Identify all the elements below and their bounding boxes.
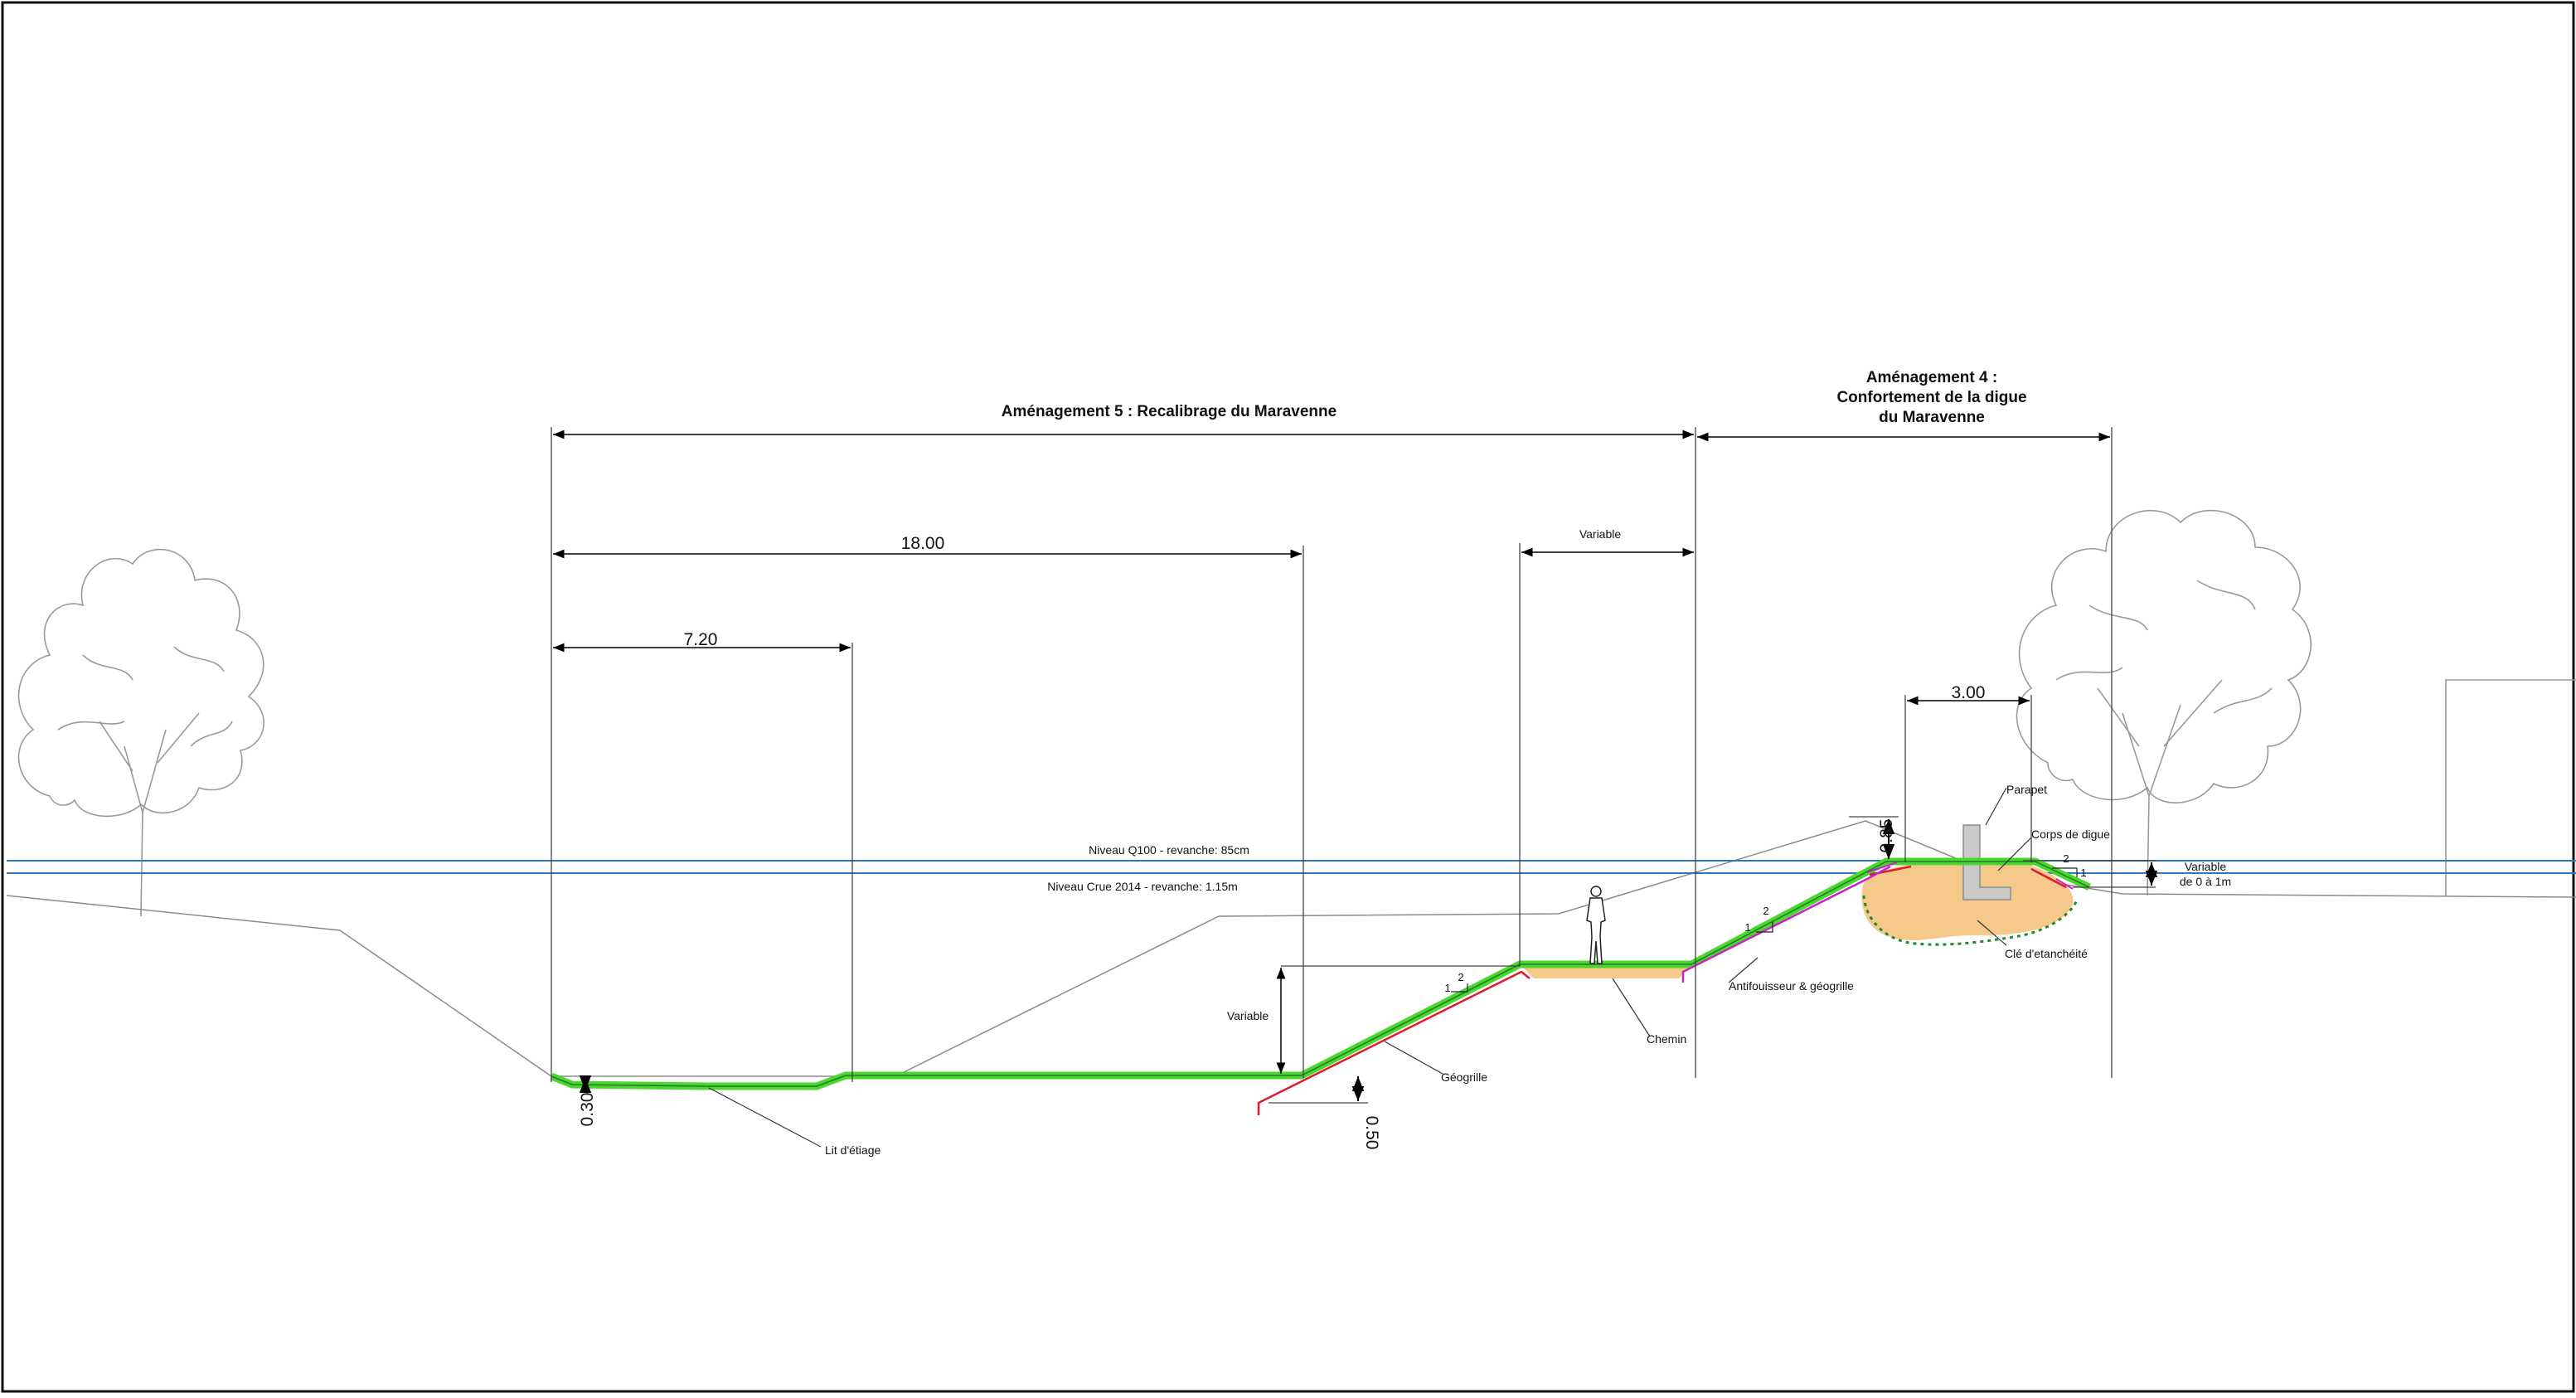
geogrid-lower bbox=[1257, 970, 1531, 1115]
slope-3-h: 2 bbox=[2063, 852, 2069, 865]
person-icon bbox=[1586, 886, 1606, 964]
label-cle-etancheite: Clé d'etanchéité bbox=[2005, 947, 2088, 960]
dim-text-variable-top: Variable bbox=[1579, 527, 1622, 541]
antifouisseur-line bbox=[1681, 865, 1891, 983]
label-geogrille: Géogrille bbox=[1441, 1070, 1487, 1084]
dim-text-085: 0.85 bbox=[1877, 819, 1896, 853]
label-crue2014: Niveau Crue 2014 - revanche: 1.15m bbox=[1047, 880, 1238, 893]
label-corps-digue: Corps de digue bbox=[2031, 828, 2110, 841]
riprap-outline bbox=[551, 861, 2090, 1087]
dim-text-720: 7.20 bbox=[684, 630, 718, 649]
title-amenagement4-line1: Aménagement 4 : bbox=[1866, 369, 1997, 386]
dim-text-18: 18.00 bbox=[901, 534, 945, 553]
riprap-revetment bbox=[550, 857, 2091, 1090]
title-amenagement4-line3: du Maravenne bbox=[1879, 409, 1985, 426]
slope-indicator-3 bbox=[2052, 867, 2078, 877]
label-parapet: Parapet bbox=[2006, 783, 2047, 796]
label-variable-right-1: Variable bbox=[2185, 860, 2227, 873]
title-amenagement4-line2: Confortement de la digue bbox=[1836, 389, 2026, 406]
dim-text-050: 0.50 bbox=[1362, 1116, 1381, 1150]
slope-1-v: 1 bbox=[1444, 982, 1450, 994]
label-antifouisseur: Antifouisseur & géogrille bbox=[1729, 979, 1854, 993]
building-outline bbox=[2445, 679, 2576, 896]
slope-2-h: 2 bbox=[1763, 905, 1768, 917]
slope-indicator-2 bbox=[1756, 922, 1773, 933]
slope-indicator-1 bbox=[1451, 983, 1468, 993]
label-lit-etiage: Lit d'étiage bbox=[825, 1143, 880, 1157]
leader-lines bbox=[708, 787, 2032, 1148]
dim-text-variable-left: Variable bbox=[1227, 1009, 1269, 1022]
dim-text-300: 3.00 bbox=[1952, 683, 1986, 702]
levee-body-fill bbox=[1861, 862, 2074, 940]
slope-3-v: 1 bbox=[2080, 866, 2086, 879]
parapet-wall bbox=[1962, 824, 2011, 900]
slope-1-h: 2 bbox=[1458, 971, 1463, 983]
title-amenagement5: Aménagement 5 : Recalibrage du Maravenne bbox=[1002, 403, 1337, 420]
label-variable-right-2: de 0 à 1m bbox=[2180, 875, 2231, 888]
dim-text-030: 0.30 bbox=[578, 1093, 597, 1127]
tree-left-icon bbox=[17, 548, 264, 917]
label-chemin: Chemin bbox=[1647, 1032, 1686, 1046]
antifouisseur-levee bbox=[1866, 862, 2074, 890]
slope-2-v: 1 bbox=[1744, 921, 1750, 934]
label-q100: Niveau Q100 - revanche: 85cm bbox=[1089, 843, 1249, 857]
extension-lines bbox=[551, 427, 2156, 1104]
tree-right-icon bbox=[2016, 509, 2312, 896]
